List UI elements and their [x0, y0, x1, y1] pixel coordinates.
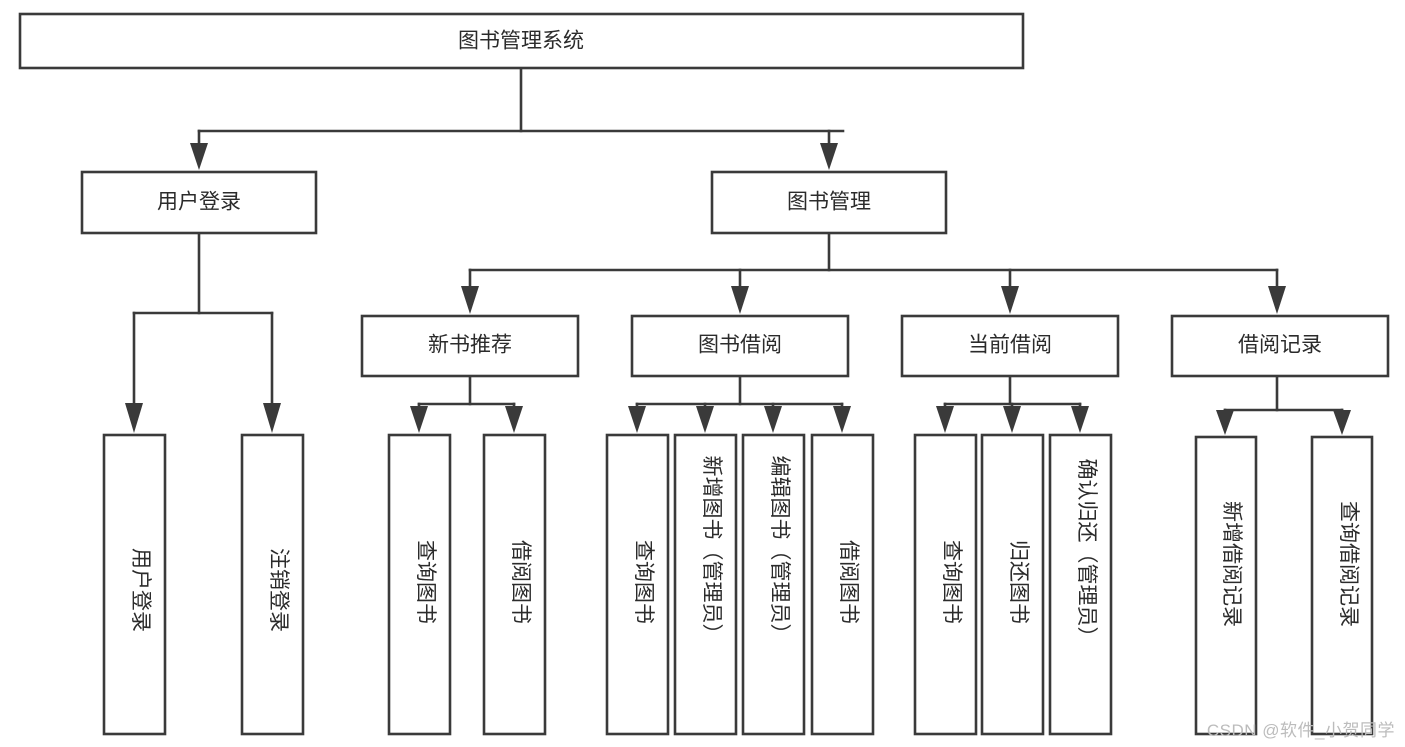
node-book-management-label: 图书管理	[787, 191, 871, 214]
node-borrow-record[interactable]: 借阅记录	[1170, 314, 1390, 378]
leaf-node-new-book-1-label: 查询图书	[414, 540, 437, 624]
leaf-node-borrow-record-2[interactable]: 查询借阅记录	[1310, 435, 1374, 736]
leaf-node-book-borrow-1-label: 查询图书	[632, 540, 655, 624]
connector-group-book-borrow	[628, 374, 851, 433]
leaf-node-user-login-1-box[interactable]	[102, 433, 167, 736]
leaf-node-book-borrow-2[interactable]: 新增图书（管理员）	[673, 433, 738, 736]
node-current-borrow-box[interactable]	[900, 314, 1120, 378]
leaf-node-book-borrow-4[interactable]: 借阅图书	[810, 433, 875, 736]
leaf-node-book-borrow-3[interactable]: 编辑图书（管理员）	[741, 433, 806, 736]
node-root-label: 图书管理系统	[458, 30, 584, 53]
connector-group-root	[190, 66, 845, 170]
node-root[interactable]: 图书管理系统	[18, 12, 1025, 70]
leaf-node-new-book-2-box[interactable]	[482, 433, 547, 736]
node-book-borrow-box[interactable]	[630, 314, 850, 378]
arrow-head-current-borrow	[1001, 286, 1019, 314]
node-book-management-box[interactable]	[710, 170, 948, 235]
leaf-node-user-login-2-label: 注销登录	[267, 548, 290, 632]
connector-group-user-login	[125, 231, 281, 433]
leaf-node-user-login-1[interactable]: 用户登录	[102, 433, 167, 736]
leaf-node-new-book-1-box[interactable]	[387, 433, 452, 736]
leaf-node-user-login-2[interactable]: 注销登录	[240, 433, 305, 736]
node-borrow-record-box[interactable]	[1170, 314, 1390, 378]
node-new-book-recommend-box[interactable]	[360, 314, 580, 378]
leaf-node-current-borrow-3-box[interactable]	[1048, 433, 1113, 736]
leaf-node-current-borrow-1-label: 查询图书	[940, 540, 963, 624]
leaf-node-book-borrow-3-box[interactable]	[741, 433, 806, 736]
node-new-book-recommend-label: 新书推荐	[428, 334, 512, 357]
connector-group-book-mgmt	[461, 231, 1286, 314]
node-book-borrow[interactable]: 图书借阅	[630, 314, 850, 378]
connector-group-borrow-record	[1216, 374, 1351, 435]
arrow-head-leaf-book-borrow-2	[696, 406, 714, 433]
leaf-node-new-book-1[interactable]: 查询图书	[387, 433, 452, 736]
node-user-login-label: 用户登录	[157, 191, 241, 214]
leaf-node-user-login-1-label: 用户登录	[129, 548, 152, 632]
leaf-node-borrow-record-2-box[interactable]	[1310, 435, 1374, 736]
arrow-head-borrow-record	[1268, 286, 1286, 314]
arrow-head-leaf-book-borrow-1	[628, 406, 646, 433]
arrow-head-leaf-book-borrow-4	[833, 406, 851, 433]
arrow-head-leaf-book-borrow-3	[764, 406, 782, 433]
leaf-node-new-book-2[interactable]: 借阅图书	[482, 433, 547, 736]
leaf-node-book-borrow-1[interactable]: 查询图书	[605, 433, 670, 736]
leaf-node-book-borrow-1-box[interactable]	[605, 433, 670, 736]
connector-group-current-borrow	[936, 374, 1089, 433]
connector-group-new-book	[410, 374, 523, 433]
leaf-node-current-borrow-3-label: 确认归还（管理员）	[1075, 459, 1098, 648]
node-borrow-record-label: 借阅记录	[1238, 334, 1322, 357]
arrow-head-new-book	[461, 286, 479, 314]
leaf-node-current-borrow-2-label: 归还图书	[1007, 540, 1030, 624]
arrow-head-leaf-current-borrow-3	[1071, 406, 1089, 433]
leaf-node-current-borrow-1-box[interactable]	[913, 433, 978, 736]
arrow-head-leaf-user-login-2	[263, 403, 281, 433]
arrow-head-leaf-user-login-1	[125, 403, 143, 433]
leaf-node-book-borrow-4-box[interactable]	[810, 433, 875, 736]
leaf-node-current-borrow-2[interactable]: 归还图书	[980, 433, 1045, 736]
node-book-borrow-label: 图书借阅	[698, 334, 782, 357]
arrow-head-leaf-new-book-2	[505, 406, 523, 433]
arrow-head-book-borrow	[731, 286, 749, 314]
leaf-node-new-book-2-label: 借阅图书	[509, 540, 532, 624]
leaf-node-borrow-record-2-label: 查询借阅记录	[1337, 501, 1360, 627]
leaf-node-current-borrow-3[interactable]: 确认归还（管理员）	[1048, 433, 1113, 736]
leaf-node-book-borrow-4-label: 借阅图书	[837, 540, 860, 624]
leaf-node-borrow-record-1[interactable]: 新增借阅记录	[1194, 435, 1258, 736]
node-book-management[interactable]: 图书管理	[710, 170, 948, 235]
leaf-node-borrow-record-1-label: 新增借阅记录	[1220, 501, 1243, 627]
node-current-borrow-label: 当前借阅	[968, 334, 1052, 357]
arrow-head-book-mgmt	[820, 143, 838, 170]
node-root-box[interactable]	[18, 12, 1025, 70]
arrow-head-leaf-new-book-1	[410, 406, 428, 433]
leaf-node-book-borrow-2-box[interactable]	[673, 433, 738, 736]
leaf-node-current-borrow-2-box[interactable]	[980, 433, 1045, 736]
node-user-login[interactable]: 用户登录	[80, 170, 318, 235]
leaf-node-user-login-2-box[interactable]	[240, 433, 305, 736]
csdn-watermark: CSDN @软件_小贺同学	[1206, 721, 1395, 740]
arrow-head-leaf-current-borrow-1	[936, 406, 954, 433]
node-user-login-box[interactable]	[80, 170, 318, 235]
leaf-node-book-borrow-2-label: 新增图书（管理员）	[700, 456, 723, 645]
node-new-book-recommend[interactable]: 新书推荐	[360, 314, 580, 378]
leaf-node-borrow-record-1-box[interactable]	[1194, 435, 1258, 736]
leaf-node-book-borrow-3-label: 编辑图书（管理员）	[768, 456, 791, 645]
leaf-node-current-borrow-1[interactable]: 查询图书	[913, 433, 978, 736]
arrow-head-leaf-borrow-record-1	[1216, 410, 1234, 435]
arrow-head-user-login	[190, 143, 208, 170]
arrow-head-leaf-borrow-record-2	[1333, 410, 1351, 435]
node-current-borrow[interactable]: 当前借阅	[900, 314, 1120, 378]
arrow-head-leaf-current-borrow-2	[1003, 406, 1021, 433]
